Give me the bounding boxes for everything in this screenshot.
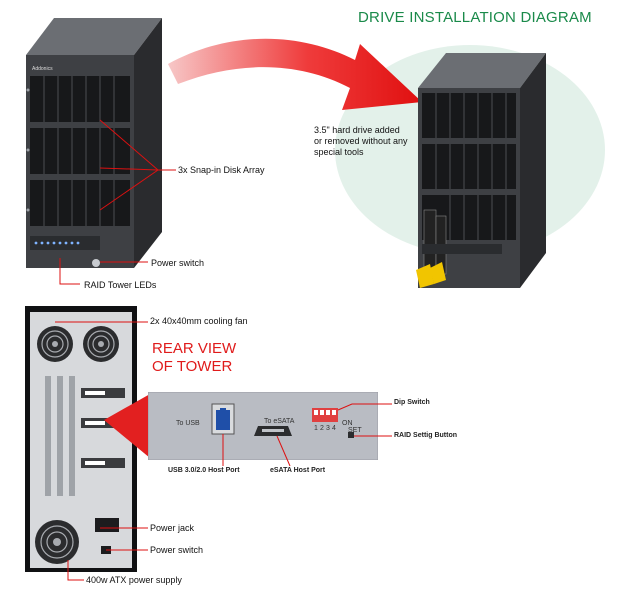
io-dip-number-1: 1 — [314, 425, 318, 432]
callout-dip-switch: Dip Switch — [394, 399, 430, 406]
fan-icon-2 — [83, 326, 119, 362]
front-callout-lines — [59, 119, 176, 285]
rear-view-title: REAR VIEW OF TOWER — [152, 340, 236, 376]
callout-cooling-fan: 2x 40x40mm cooling fan — [150, 316, 248, 326]
callout-raid-leds: RAID Tower LEDs — [84, 280, 157, 290]
rear-view-title-line-1: REAR VIEW — [152, 340, 237, 357]
diagram-title: DRIVE INSTALLATION DIAGRAM — [358, 9, 592, 26]
psu-fan-icon — [35, 520, 79, 564]
io-dip-number-3: 3 — [326, 425, 330, 432]
install-note: 3.5" hard drive added or removed without… — [314, 125, 408, 158]
callout-disk-array: 3x Snap-in Disk Array — [178, 165, 265, 175]
callout-raid-button: RAID Settig Button — [394, 432, 457, 439]
io-usb-label: To USB — [176, 420, 200, 427]
callout-usb-port: USB 3.0/2.0 Host Port — [168, 467, 240, 474]
io-dip-number-4: 4 — [332, 425, 336, 432]
install-note-line-1: 3.5" hard drive added — [314, 125, 400, 135]
fan-icon — [37, 326, 73, 362]
install-note-line-2: or removed without any — [314, 136, 408, 146]
front-power-button — [92, 259, 100, 267]
install-note-line-3: special tools — [314, 147, 364, 157]
io-set-label: SET — [348, 427, 362, 434]
curved-arrow-icon — [168, 38, 422, 111]
dip-switch-icon — [312, 408, 338, 422]
io-dip-number-2: 2 — [320, 425, 324, 432]
callout-rear-power-switch: Power switch — [150, 545, 204, 555]
io-panel — [148, 392, 378, 460]
io-esata-label: To eSATA — [264, 418, 295, 425]
io-on-label: ON — [342, 420, 353, 427]
callout-psu: 400w ATX power supply — [86, 575, 182, 585]
usb-port-icon — [211, 403, 235, 435]
rear-view-title-line-2: OF TOWER — [152, 358, 233, 375]
raid-set-button — [348, 432, 354, 438]
callout-esata-port: eSATA Host Port — [270, 467, 326, 474]
front-tower: Addonics — [26, 18, 162, 268]
front-brand: Addonics — [32, 66, 53, 72]
callout-power-jack: Power jack — [150, 523, 195, 533]
rear-tower — [25, 306, 137, 572]
esata-port-icon — [254, 426, 292, 436]
install-tower — [416, 53, 546, 288]
callout-front-power-switch: Power switch — [151, 258, 205, 268]
